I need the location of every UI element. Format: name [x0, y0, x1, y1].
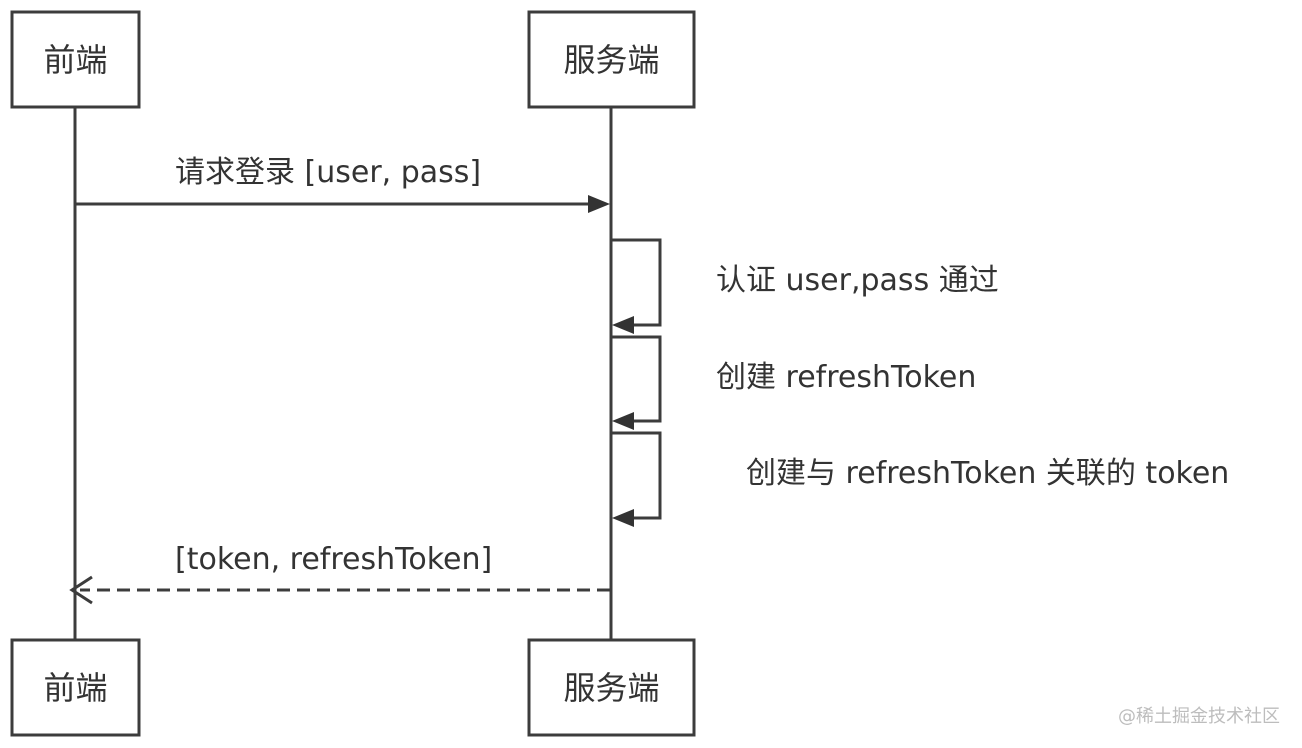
self-message-create-token-line — [612, 431, 662, 520]
server-actor-bottom-label: 服务端 — [563, 669, 659, 707]
self-message-create-refresh: 创建 refreshToken — [612, 335, 976, 430]
self-message-auth-arrowhead — [612, 316, 634, 334]
login-request-message: 请求登录 [user, pass] — [76, 155, 610, 213]
self-message-create-refresh-line — [612, 335, 662, 423]
login-request-arrowhead — [588, 195, 610, 213]
self-message-create-token: 创建与 refreshToken 关联的 token — [612, 431, 1229, 527]
login-request-label: 请求登录 [user, pass] — [175, 155, 481, 190]
server-actor-top: 服务端 — [527, 10, 696, 109]
response-arrowhead — [69, 575, 93, 605]
server-actor-top-label: 服务端 — [563, 41, 659, 79]
self-message-create-refresh-label: 创建 refreshToken — [716, 360, 976, 395]
self-message-create-token-label: 创建与 refreshToken 关联的 token — [746, 456, 1229, 491]
watermark: @稀土掘金技术社区 — [1118, 706, 1280, 727]
frontend-actor-bottom-label: 前端 — [43, 669, 107, 707]
frontend-actor-top-label: 前端 — [43, 41, 107, 79]
server-actor-bottom: 服务端 — [527, 638, 696, 737]
self-message-auth-line — [612, 238, 662, 327]
frontend-actor-bottom: 前端 — [10, 638, 141, 737]
self-message-auth-label: 认证 user,pass 通过 — [716, 263, 999, 298]
self-message-create-token-arrowhead — [612, 509, 634, 527]
frontend-actor-top: 前端 — [10, 10, 141, 109]
response-label: [token, refreshToken] — [175, 542, 492, 577]
self-message-create-refresh-arrowhead — [612, 412, 634, 430]
self-message-auth: 认证 user,pass 通过 — [612, 238, 999, 334]
response-message: [token, refreshToken] — [69, 542, 610, 605]
